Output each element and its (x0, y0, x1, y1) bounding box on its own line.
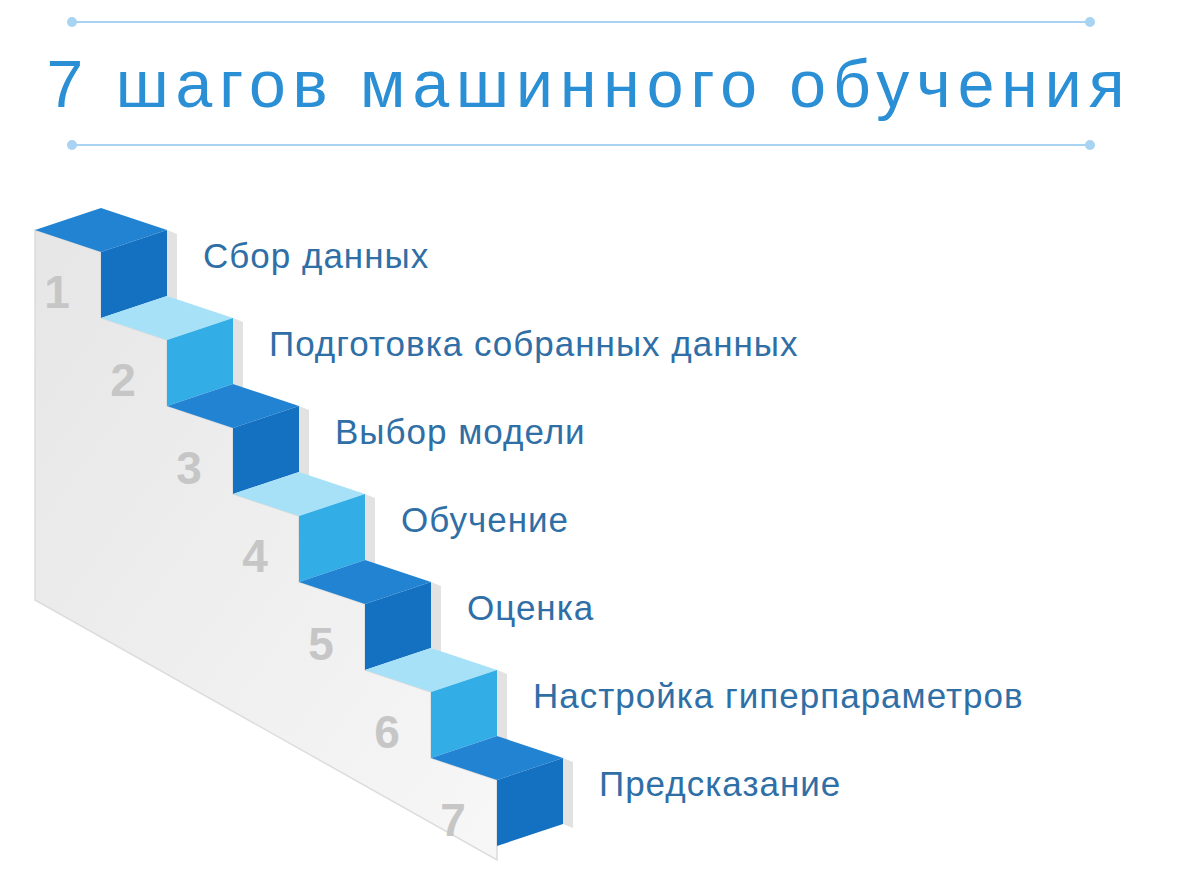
title: 7 шагов машинного обучения (47, 51, 1132, 117)
stair-edge (365, 494, 375, 564)
step-label: Оценка (467, 590, 594, 625)
rule-dot (1085, 140, 1095, 150)
rule-line (72, 21, 1090, 23)
rule-dot (1085, 17, 1095, 27)
stair-edge (233, 318, 243, 388)
callout-number: 4 (242, 533, 268, 579)
stair-edge (299, 406, 309, 476)
callout-number: 5 (308, 621, 334, 667)
step-label: Обучение (401, 502, 569, 537)
rule-line (72, 144, 1090, 146)
step-label: Подготовка собранных данных (269, 326, 799, 361)
stair-edge (563, 758, 573, 828)
stair-edge (167, 230, 177, 300)
rule-dot (67, 17, 77, 27)
step-label: Выбор модели (335, 414, 586, 449)
step-label: Настройка гиперпараметров (533, 678, 1024, 713)
stair-edge (431, 582, 441, 652)
callout-number: 6 (374, 709, 400, 755)
callout-number: 3 (176, 445, 202, 491)
step-label: Сбор данных (203, 238, 429, 273)
callout-number: 1 (44, 269, 70, 315)
stair-riser (497, 758, 563, 846)
callout-number: 7 (440, 797, 466, 843)
rule-dot (67, 140, 77, 150)
step-label: Предсказание (599, 766, 841, 801)
stair-side (35, 230, 497, 860)
stair-edge (497, 670, 507, 740)
callout-number: 2 (110, 357, 136, 403)
